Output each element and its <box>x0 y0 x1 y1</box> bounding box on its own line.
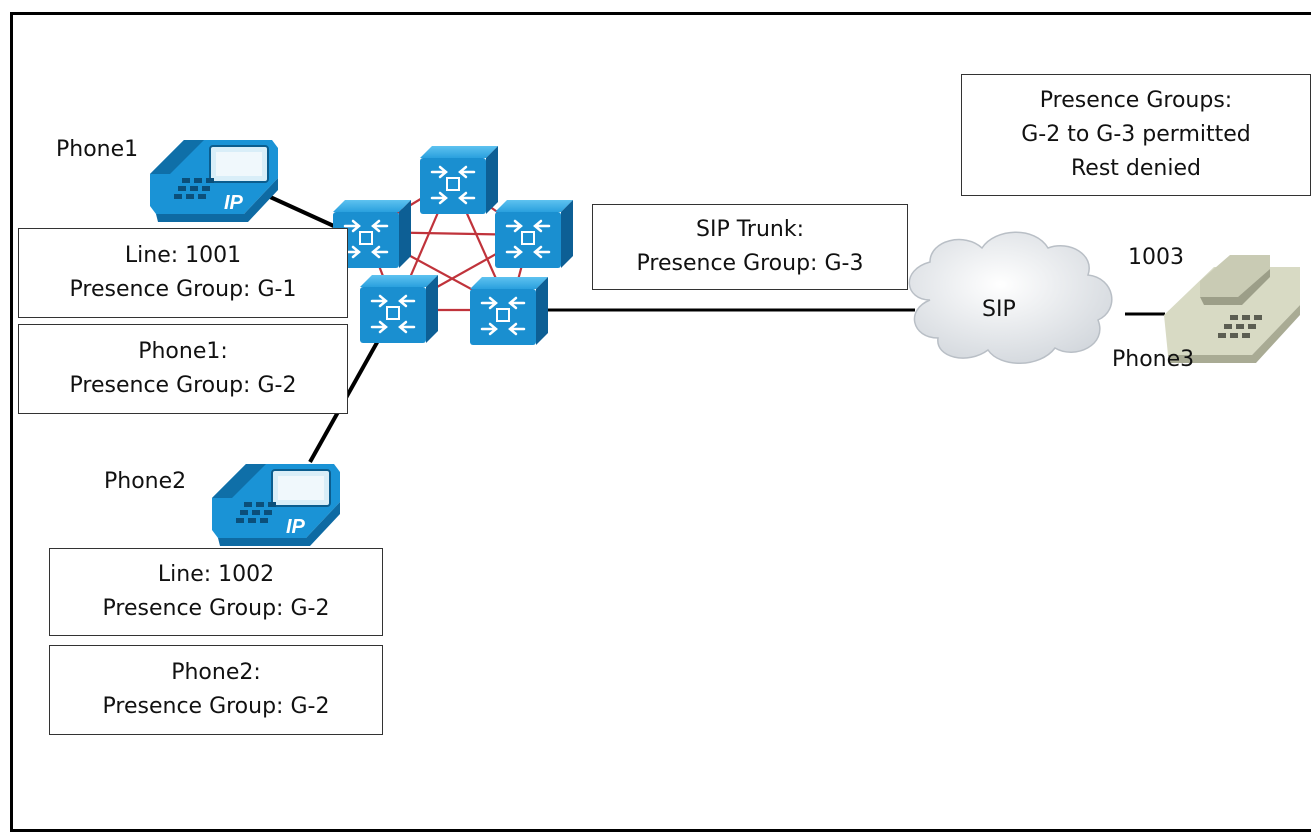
presence-groups-denied: Rest denied <box>1071 156 1201 181</box>
sip-cloud-label: SIP <box>982 297 1016 322</box>
phone3-number-label: 1003 <box>1128 245 1184 270</box>
analog-phone-3-icon <box>1164 255 1300 363</box>
line-1002-box: Line: 1002 Presence Group: G-2 <box>49 548 383 636</box>
phone2-presence-title: Phone2: <box>171 660 261 685</box>
presence-groups-title: Presence Groups: <box>1039 88 1233 113</box>
line-1001-box: Line: 1001 Presence Group: G-1 <box>18 228 348 318</box>
line-1002-title: Line: 1002 <box>157 562 275 587</box>
phone1-presence-group: Presence Group: G-2 <box>69 373 297 398</box>
ip-phone-2-icon: IP <box>212 464 340 546</box>
router-icon <box>333 200 411 268</box>
router-icon <box>470 277 548 345</box>
link-phone1-router <box>267 194 337 229</box>
line-1001-title: Line: 1001 <box>124 243 242 268</box>
router-icon <box>420 146 498 214</box>
line-1001-presence-group: Presence Group: G-1 <box>69 277 297 302</box>
phone3-label: Phone3 <box>1112 347 1195 372</box>
ip-logo-text: IP <box>224 192 244 214</box>
ip-phone-1-icon: IP <box>150 140 278 222</box>
sip-trunk-presence-group: Presence Group: G-3 <box>636 251 864 276</box>
phone1-presence-box: Phone1: Presence Group: G-2 <box>18 324 348 414</box>
sip-trunk-title: SIP Trunk: <box>695 217 804 242</box>
routers <box>333 146 573 345</box>
phone2-presence-box: Phone2: Presence Group: G-2 <box>49 645 383 735</box>
presence-groups-box: Presence Groups: G-2 to G-3 permitted Re… <box>961 74 1311 196</box>
phone1-label: Phone1 <box>56 137 139 162</box>
phone1-presence-title: Phone1: <box>138 339 228 364</box>
line-1002-presence-group: Presence Group: G-2 <box>102 596 330 621</box>
router-icon <box>360 275 438 343</box>
phone2-presence-group: Presence Group: G-2 <box>102 694 330 719</box>
ip-logo-text: IP <box>286 516 306 538</box>
router-icon <box>495 200 573 268</box>
phone2-label: Phone2 <box>104 469 187 494</box>
sip-trunk-box: SIP Trunk: Presence Group: G-3 <box>592 204 908 290</box>
presence-groups-permitted: G-2 to G-3 permitted <box>1021 122 1251 147</box>
sip-cloud-icon <box>908 231 1113 364</box>
